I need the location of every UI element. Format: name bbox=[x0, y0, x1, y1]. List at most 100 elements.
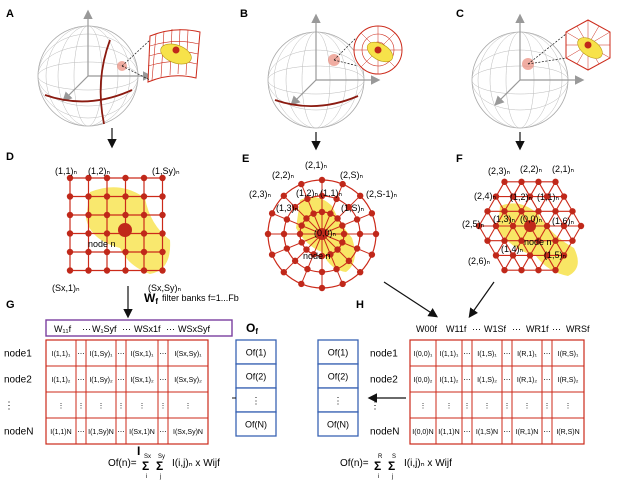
label-e-1-2: (1,2)ₙ bbox=[296, 188, 319, 198]
table-cell: I(1,1)₁ bbox=[52, 351, 71, 358]
table-cell: I(1,1)N bbox=[438, 429, 459, 436]
grid-node bbox=[122, 248, 129, 256]
panel-c: C bbox=[456, 8, 611, 129]
grid-node bbox=[85, 267, 92, 274]
polar-node bbox=[334, 246, 341, 253]
table-cell: ⋮ bbox=[58, 403, 65, 410]
label-f-1-6: (1,6)ₙ bbox=[552, 216, 575, 226]
grid-node bbox=[122, 211, 129, 219]
grid-node bbox=[159, 174, 166, 182]
sphere-c bbox=[471, 13, 585, 129]
hex-node bbox=[552, 208, 559, 215]
table-cell: I(R,S)₂ bbox=[558, 377, 579, 384]
hex-node bbox=[475, 222, 483, 230]
polar-node bbox=[318, 192, 326, 200]
polar-node bbox=[340, 230, 348, 238]
polar-spoke bbox=[321, 212, 373, 235]
polar-node bbox=[310, 210, 317, 217]
grid-node bbox=[66, 230, 74, 237]
patch-c bbox=[527, 19, 611, 71]
sum-bot-h-2: j bbox=[391, 474, 393, 480]
grid-node bbox=[122, 174, 129, 182]
row-label: node2 bbox=[370, 375, 398, 386]
table-cell: ⋯ bbox=[160, 351, 167, 358]
output-vector-h: Of(1)Of(2)⋮Of(N) bbox=[317, 339, 359, 437]
table-cell: I(Sx,1)₁ bbox=[131, 351, 155, 358]
polar-spoke bbox=[300, 233, 323, 285]
weight-dots-h-1: ⋯ bbox=[472, 324, 481, 334]
label-e-1-s: (1,S)ₙ bbox=[341, 203, 365, 213]
polar-node bbox=[333, 265, 340, 273]
table-cell: ⋯ bbox=[504, 377, 511, 384]
hex-node bbox=[569, 208, 576, 215]
polar-node bbox=[298, 222, 305, 229]
grid-node bbox=[66, 248, 74, 256]
sum-top-g-1: Sx bbox=[144, 454, 151, 460]
output-value: ⋮ bbox=[252, 396, 261, 406]
label-d-sx-1: (Sx,1)ₙ bbox=[52, 283, 80, 293]
grid-node bbox=[66, 211, 74, 219]
label-d-1-sy: (1,Sy)ₙ bbox=[152, 166, 180, 176]
weight-header-g-4: WSxSyf bbox=[178, 324, 211, 334]
table-cell: I(1,1)₁ bbox=[440, 351, 459, 358]
polar-node bbox=[318, 208, 326, 216]
square-grid bbox=[66, 174, 166, 274]
weights-box-g bbox=[45, 319, 233, 337]
table-cell: ⋯ bbox=[544, 377, 551, 384]
polar-node bbox=[304, 195, 311, 203]
table-cell: ⋯ bbox=[504, 351, 511, 358]
table-cell: ⋮ bbox=[420, 403, 427, 410]
polar-node bbox=[318, 176, 326, 184]
polar-node bbox=[339, 239, 346, 246]
polar-node bbox=[339, 180, 346, 188]
arrow-f-to-h bbox=[468, 281, 495, 318]
polar-node bbox=[327, 210, 334, 217]
panel-label-h: H bbox=[356, 299, 364, 311]
polar-node bbox=[339, 222, 346, 229]
eq-rhs-h: I(i,j)ₙ x Wijf bbox=[404, 458, 452, 469]
label-f-1-2: (1,2)ₙ bbox=[510, 192, 533, 202]
table-cell: I(R,S)N bbox=[556, 429, 579, 436]
label-e-2-1: (2,1)ₙ bbox=[305, 160, 328, 170]
table-cell: I(1,1)₂ bbox=[439, 377, 458, 384]
grid-node bbox=[85, 174, 92, 182]
weight-header-h-5: WRSf bbox=[566, 324, 590, 334]
grid-node bbox=[122, 193, 129, 200]
polar-node bbox=[298, 239, 305, 246]
hex-node bbox=[577, 222, 585, 230]
hex-node bbox=[535, 178, 542, 186]
polar-node bbox=[356, 230, 364, 238]
hex-node bbox=[526, 193, 534, 200]
polar-node bbox=[268, 251, 276, 258]
weight-dots-g-3: ⋯ bbox=[166, 324, 175, 334]
label-f-2-4: (2,4)ₙ bbox=[474, 191, 497, 201]
hex-node bbox=[509, 222, 517, 230]
eq-lhs-g: Of(n)= bbox=[108, 458, 137, 469]
hex-node bbox=[560, 193, 568, 200]
hex-node bbox=[501, 266, 508, 274]
output-value: Of(1) bbox=[246, 348, 267, 358]
grid-node bbox=[85, 211, 92, 219]
row-label: ⋮ bbox=[4, 401, 14, 412]
polar-spoke bbox=[321, 233, 373, 256]
polar-node bbox=[304, 265, 311, 273]
output-cell bbox=[317, 363, 359, 389]
panel-label-b: B bbox=[240, 8, 248, 20]
polar-node bbox=[334, 215, 341, 222]
table-cell: ⋮ bbox=[484, 403, 491, 410]
sphere-a bbox=[37, 9, 153, 127]
grid-node bbox=[66, 267, 74, 274]
label-e-0-0: (0,0)ₙ bbox=[314, 228, 337, 238]
label-d-1-2: (1,2)ₙ bbox=[88, 166, 111, 176]
row-label: nodeN bbox=[370, 427, 399, 438]
output-value: Of(1) bbox=[328, 348, 349, 358]
eq-rhs-g: I(i,j)ₙ x Wijf bbox=[172, 458, 220, 469]
polar-spoke bbox=[321, 233, 361, 273]
weight-header-h-2: W11f bbox=[446, 324, 467, 334]
polar-node bbox=[327, 251, 334, 258]
patch-a bbox=[121, 28, 201, 83]
node-n-label-d: node n bbox=[88, 239, 116, 249]
